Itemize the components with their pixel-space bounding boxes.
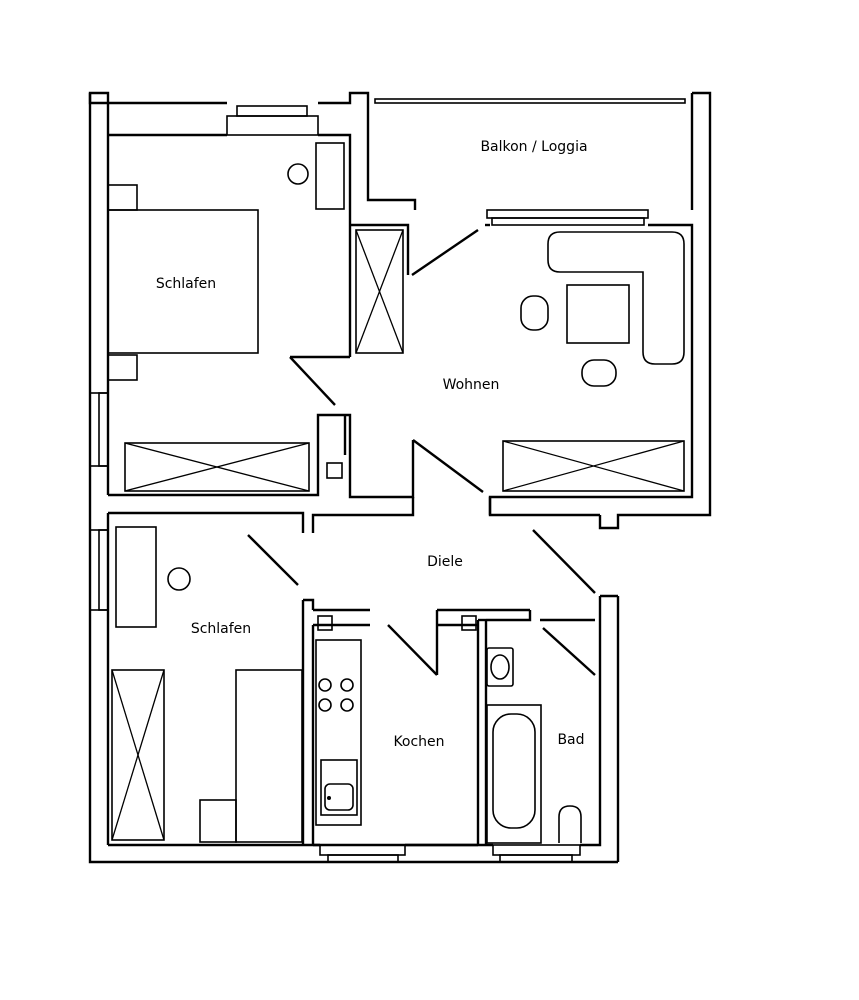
sideboard-living [502, 440, 685, 492]
nightstand-bottom [107, 354, 138, 381]
built-in-wardrobe [355, 229, 404, 354]
door-wardrobe [411, 229, 479, 276]
coffee-table [566, 284, 630, 344]
wardrobe-top-bedroom [124, 442, 310, 492]
armchair-bottom [581, 359, 617, 387]
window-bath-sill [499, 854, 573, 863]
bathtub [486, 704, 542, 844]
double-bed [107, 209, 259, 354]
label-kochen: Kochen [393, 734, 444, 750]
nightstand-top [107, 184, 138, 211]
window-kitchen [319, 844, 406, 856]
window-left-bedroom-inner [98, 392, 109, 467]
wash-basin-bowl [490, 654, 510, 680]
label-schlafen-bottom: Schlafen [191, 621, 251, 637]
window-top-bedroom-sill [236, 105, 308, 117]
label-wohnen: Wohnen [443, 377, 500, 393]
label-diele: Diele [427, 554, 463, 570]
window-bath [492, 844, 581, 856]
living-room-furniture [502, 231, 685, 492]
label-bad: Bad [557, 732, 584, 748]
desk-lower [115, 526, 157, 628]
lower-bedroom-furniture [111, 526, 303, 843]
wash-basin [486, 647, 514, 687]
doors [247, 229, 596, 676]
armchair-left [520, 295, 549, 331]
top-bedroom-furniture [107, 142, 345, 492]
single-bed [235, 669, 303, 843]
balcony-door-inner [491, 217, 645, 226]
door-lower-bedroom [247, 534, 299, 586]
bathroom-furniture [461, 615, 582, 844]
chimney-shaft [326, 462, 343, 479]
balcony-door [486, 209, 649, 219]
toilet [558, 805, 582, 843]
window-left-lower-inner [98, 529, 109, 611]
balcony-railing [374, 98, 686, 104]
interior-walls [108, 210, 595, 847]
door-bath [542, 627, 596, 676]
desk-chair [167, 567, 191, 591]
desk [315, 142, 345, 210]
door-top-bedroom [289, 356, 336, 406]
sink-basin [324, 783, 354, 811]
corner-sofa [547, 231, 685, 365]
bath-shaft [461, 615, 477, 631]
hall-wardrobe [355, 229, 404, 354]
label-balkon: Balkon / Loggia [480, 139, 587, 155]
chair [287, 163, 309, 185]
kitchen-shaft [317, 615, 333, 631]
stove-burner [318, 678, 332, 692]
room-labels: Balkon / Loggia Schlafen Wohnen Diele Sc… [156, 139, 588, 750]
wardrobe-lower-bedroom [111, 669, 165, 841]
bedside-table [199, 799, 237, 843]
stove-burner [340, 678, 354, 692]
exterior-walls [88, 91, 712, 864]
windows [89, 98, 686, 863]
sink [320, 759, 358, 816]
window-top-bedroom [226, 115, 319, 136]
door-right [532, 529, 596, 594]
sink-drain [327, 796, 331, 800]
label-schlafen-top: Schlafen [156, 276, 216, 292]
stove-burner [340, 698, 354, 712]
door-kitchen [387, 624, 438, 676]
stove-burner [318, 698, 332, 712]
bathtub-inner [492, 713, 536, 829]
window-kitchen-sill [327, 854, 399, 863]
door-living [412, 439, 484, 493]
kitchen-counter [315, 639, 362, 826]
kitchen-furniture [315, 615, 362, 826]
